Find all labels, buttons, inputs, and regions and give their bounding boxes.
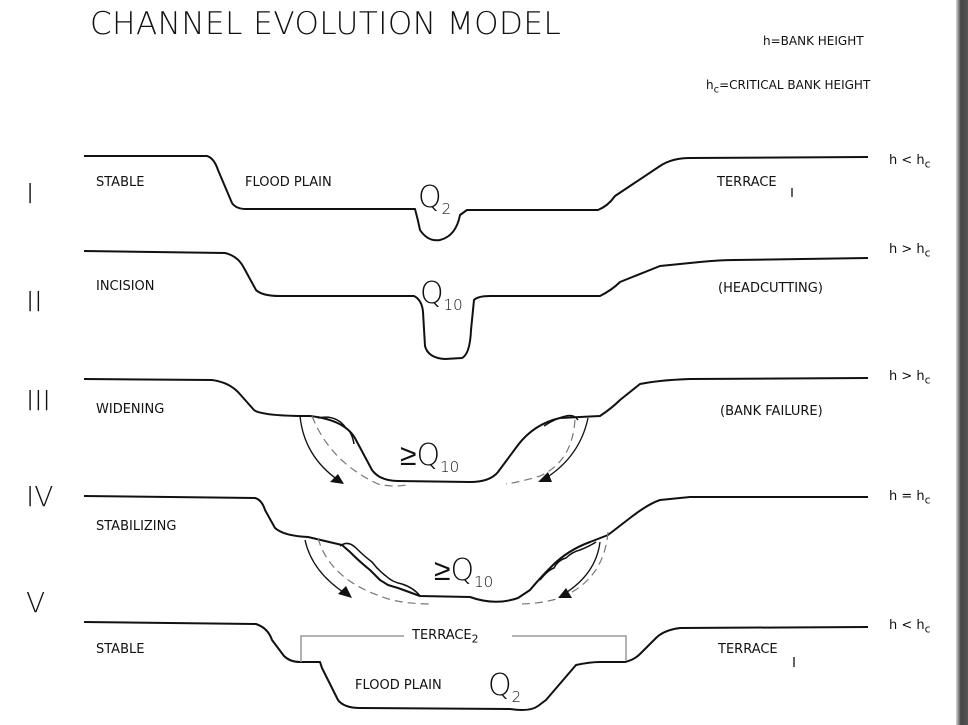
- stage-4-left-slump: [339, 542, 421, 597]
- stage-numeral-1: I: [26, 177, 35, 210]
- stage-1-right-label: TERRACE: [717, 175, 777, 190]
- stage-3-left-arrow-shaft: [299, 415, 339, 481]
- terrace-2-bracket-right: [512, 635, 627, 660]
- stage-4-right-arrowhead: [558, 588, 572, 598]
- stage-4-left-arrow-shaft: [304, 539, 347, 595]
- stage-5-left-label: STABLE: [96, 642, 145, 657]
- legend-critical-bank-height: hc=CRITICAL BANK HEIGHT: [706, 78, 871, 96]
- profile-stage-5: [83, 621, 869, 711]
- stage-3-left-dashed-arc: [311, 415, 411, 487]
- stage-3-condition: h > hc: [889, 369, 931, 387]
- stage-5-top-label: TERRACE2: [412, 628, 479, 646]
- stage-numeral-4: IV: [26, 480, 54, 513]
- stage-3-right-label: (BANK FAILURE): [720, 404, 823, 419]
- legend-bank-height: h=BANK HEIGHT: [763, 34, 864, 48]
- stage-3-left-bank-failure: [317, 416, 355, 445]
- stage-numeral-2: II: [26, 285, 43, 318]
- diagram-title: CHANNEL EVOLUTION MODEL: [90, 6, 562, 42]
- stage-numeral-5: V: [26, 586, 46, 619]
- stage-4-right-slump: [539, 541, 597, 581]
- stage-2-flow: Q10: [420, 276, 463, 314]
- stage-2-condition: h > hc: [889, 242, 931, 260]
- right-edge-shadow: [956, 0, 968, 725]
- stage-4-flow: ≥Q10: [434, 553, 494, 591]
- stage-5-flow: Q2: [488, 668, 522, 706]
- stage-4-left-arrowhead: [338, 586, 352, 598]
- profile-stage-1: [84, 155, 869, 242]
- stage-3-right-arrow-shaft: [545, 417, 589, 479]
- stage-5-condition: h < hc: [889, 618, 931, 636]
- stage-1-left-label: STABLE: [96, 175, 145, 190]
- stage-3-flow: ≥Q10: [400, 438, 460, 476]
- terrace-2-bracket-left: [300, 635, 404, 662]
- stage-3-right-dashed-arc: [505, 419, 576, 485]
- stage-3-left-arrowhead: [330, 474, 344, 484]
- stage-3-right-arrowhead: [538, 472, 552, 482]
- stage-2-left-label: INCISION: [96, 279, 155, 294]
- stage-4-left-label: STABILIZING: [96, 519, 177, 534]
- stage-5-mid-label: FLOOD PLAIN: [355, 678, 442, 693]
- stage-1-flow: Q2: [418, 180, 452, 218]
- stage-numeral-3: III: [26, 384, 51, 417]
- stage-5-right-label: TERRACE: [718, 642, 778, 657]
- stage-3-right-bank-failure: [543, 414, 579, 427]
- profile-stage-3: [83, 377, 869, 483]
- stage-4-left-dashed-arc: [317, 537, 431, 605]
- stage-4-condition: h = hc: [889, 489, 931, 507]
- stage-1-mid-label: FLOOD PLAIN: [245, 175, 332, 190]
- stage-2-right-label: (HEADCUTTING): [718, 281, 823, 296]
- stage-3-left-label: WIDENING: [96, 402, 165, 417]
- stage-1-condition: h < hc: [889, 153, 931, 171]
- profile-stage-4: [83, 495, 868, 603]
- profile-stage-2: [83, 250, 869, 360]
- stage-4-right-arrow-shaft: [563, 541, 601, 595]
